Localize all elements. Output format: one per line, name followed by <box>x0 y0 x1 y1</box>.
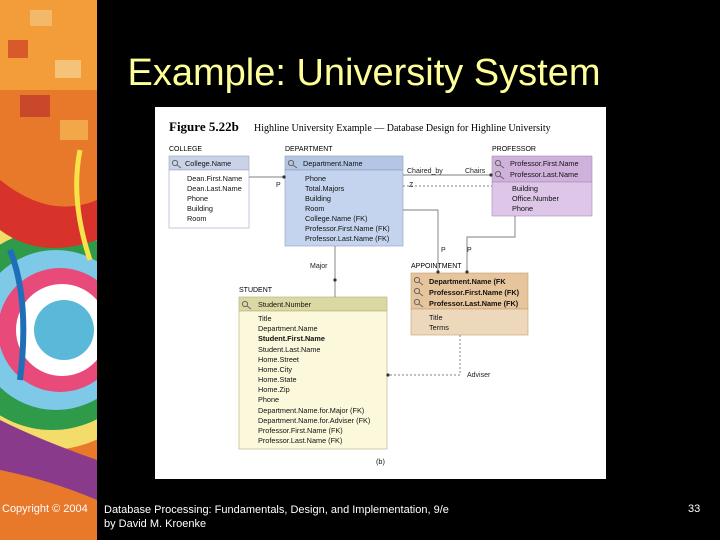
relationship-role-label: Major <box>310 263 328 270</box>
key-icon <box>413 287 424 297</box>
professor-key-attr: Professor.Last.Name <box>510 170 578 179</box>
relationship-cardinality-label: P <box>467 247 472 254</box>
college-attr: Building <box>187 204 213 213</box>
relationship-cardinality-label: Z <box>409 182 414 189</box>
department-attr: Professor.First.Name (FK) <box>305 224 390 233</box>
relationship-role-label: Adviser <box>467 372 491 379</box>
college-attr: Phone <box>187 194 208 203</box>
department-entity: Department.Name Phone Total.Majors Build… <box>284 155 404 247</box>
professor-attr: Office.Number <box>512 194 559 203</box>
key-icon <box>413 298 424 308</box>
college-entity: College.Name Dean.First.Name Dean.Last.N… <box>168 155 250 229</box>
professor-attr: Building <box>512 184 538 193</box>
college-attr: Dean.Last.Name <box>187 184 242 193</box>
student-attr: Department.Name.for.Major (FK) <box>258 406 364 415</box>
copyright-notice: Copyright © 2004 <box>2 503 88 515</box>
er-diagram-figure: Figure 5.22b Highline University Example… <box>155 107 606 479</box>
decorative-left-artwork <box>0 0 97 540</box>
relationship-cardinality-label: P <box>276 182 281 189</box>
source-citation: Database Processing: Fundamentals, Desig… <box>104 503 524 531</box>
relationship-role-label: Chairs <box>465 168 486 175</box>
relationship-cardinality-label: P <box>441 247 446 254</box>
source-citation-line: Database Processing: Fundamentals, Desig… <box>104 504 449 516</box>
appointment-key-attr: Department.Name (FK <box>429 277 506 286</box>
college-entity-label: COLLEGE <box>169 146 202 153</box>
student-attr: Student.Last.Name <box>258 345 320 354</box>
student-attr: Home.Zip <box>258 385 290 394</box>
professor-key-attr: Professor.First.Name <box>510 159 579 168</box>
relationship-role-label: Chaired_by <box>407 168 443 175</box>
appointment-entity-label: APPOINTMENT <box>411 263 462 270</box>
student-entity-label: STUDENT <box>239 287 273 294</box>
relationship-lines <box>249 173 516 377</box>
department-attr: Professor.Last.Name (FK) <box>305 234 389 243</box>
student-attr: Home.City <box>258 365 292 374</box>
appointment-key-attr: Professor.Last.Name (FK) <box>429 299 519 308</box>
key-icon <box>494 159 505 169</box>
student-entity: Student.Number Title Department.Name Stu… <box>238 296 388 450</box>
professor-entity-label: PROFESSOR <box>492 146 536 153</box>
slide-title: Example: University System <box>127 52 601 94</box>
student-attr: Home.Street <box>258 355 299 364</box>
department-attr: Room <box>305 204 324 213</box>
professor-attr: Phone <box>512 204 533 213</box>
student-attr: Professor.First.Name (FK) <box>258 426 343 435</box>
department-attr: Phone <box>305 174 326 183</box>
student-attr: Phone <box>258 395 279 404</box>
key-icon <box>287 159 298 169</box>
student-attr: Title <box>258 314 272 323</box>
student-attr: Home.State <box>258 375 297 384</box>
college-key-attr: College.Name <box>185 159 231 168</box>
figure-caption: Highline University Example — Database D… <box>254 123 551 134</box>
department-key-attr: Department.Name <box>303 159 363 168</box>
college-attr: Room <box>187 214 206 223</box>
figure-label: Figure 5.22b <box>169 119 239 134</box>
department-attr: Building <box>305 194 331 203</box>
key-icon <box>413 276 424 286</box>
source-citation-line: by David M. Kroenke <box>104 518 207 530</box>
department-attr: College.Name (FK) <box>305 214 367 223</box>
college-attr: Dean.First.Name <box>187 174 242 183</box>
student-attr: Student.First.Name <box>258 334 325 343</box>
student-attr: Department.Name <box>258 324 318 333</box>
student-attr: Department.Name.for.Adviser (FK) <box>258 416 370 425</box>
student-key-attr: Student.Number <box>258 300 312 309</box>
appointment-key-attr: Professor.First.Name (FK) <box>429 288 520 297</box>
professor-entity: Professor.First.Name Professor.Last.Name… <box>491 155 593 217</box>
department-attr: Total.Majors <box>305 184 345 193</box>
key-icon <box>171 159 182 169</box>
key-icon <box>241 300 252 310</box>
key-icon <box>494 170 505 180</box>
appointment-entity: Department.Name (FK Professor.First.Name… <box>410 272 529 336</box>
student-attr: Professor.Last.Name (FK) <box>258 436 342 445</box>
appointment-attr: Terms <box>429 323 449 332</box>
department-entity-label: DEPARTMENT <box>285 146 333 153</box>
figure-panel-tag: (b) <box>376 457 385 466</box>
page-number: 33 <box>688 503 701 515</box>
appointment-attr: Title <box>429 313 443 322</box>
